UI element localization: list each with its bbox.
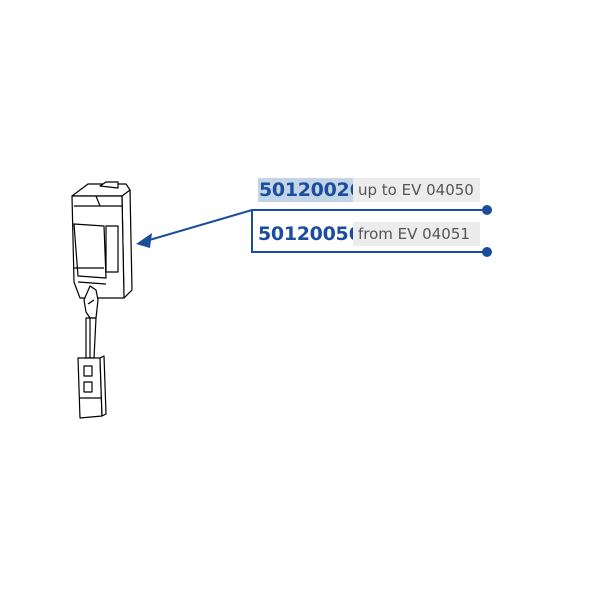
plug-side	[99, 355, 107, 417]
cable-strand	[87, 299, 95, 305]
part-number-2: 50120056	[258, 223, 362, 245]
component-edge-2	[95, 195, 101, 207]
relay-component-drawing	[71, 181, 133, 419]
callout-leaders	[145, 209, 487, 253]
plug-window-1	[83, 365, 93, 377]
component-tab	[99, 181, 119, 189]
component-connector-slot	[105, 225, 119, 273]
leader-dot-1	[482, 205, 492, 215]
leader-dot-2	[482, 247, 492, 257]
cable-lower	[85, 317, 97, 359]
component-edge-4	[77, 281, 107, 285]
plug-window-2	[83, 381, 93, 393]
serial-range-2: from EV 04051	[353, 222, 480, 246]
component-front-panel	[73, 223, 107, 279]
leader-line-2	[251, 210, 487, 253]
part-number-1: 50120026	[258, 178, 364, 202]
serial-range-1: up to EV 04050	[353, 178, 480, 202]
leader-arrowhead	[136, 233, 152, 248]
